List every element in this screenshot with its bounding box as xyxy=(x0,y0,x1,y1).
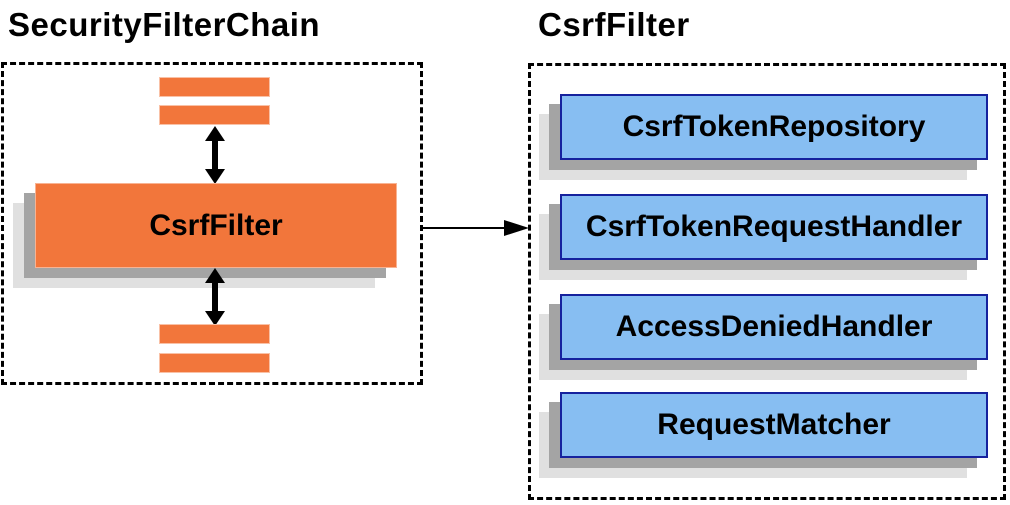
component-stack: CsrfTokenRepository xyxy=(539,94,988,181)
right-arrow-icon xyxy=(422,220,529,236)
filter-placeholder-bar xyxy=(159,105,270,125)
component-label: AccessDeniedHandler xyxy=(615,310,933,343)
filter-placeholder-bar xyxy=(159,324,270,344)
csrf-filter-title: CsrfFilter xyxy=(538,6,690,43)
access-denied-handler-box: AccessDeniedHandler xyxy=(560,294,988,360)
csrf-token-request-handler-box: CsrfTokenRequestHandler xyxy=(560,194,988,260)
component-label: CsrfTokenRepository xyxy=(622,110,926,143)
component-label: RequestMatcher xyxy=(657,408,891,441)
component-stack: RequestMatcher xyxy=(539,392,988,479)
csrf-filter-stack: CsrfFilter xyxy=(13,183,397,289)
request-matcher-box: RequestMatcher xyxy=(560,392,988,458)
security-filter-chain-title: SecurityFilterChain xyxy=(8,6,321,43)
csrf-filter-box-label: CsrfFilter xyxy=(149,208,283,242)
double-arrow-icon xyxy=(205,126,225,184)
double-arrow-icon xyxy=(205,268,225,326)
csrf-token-repository-box: CsrfTokenRepository xyxy=(560,94,988,160)
component-stack: AccessDeniedHandler xyxy=(539,294,988,381)
filter-placeholder-bar xyxy=(159,77,270,97)
csrf-filter-box: CsrfFilter xyxy=(35,183,397,268)
component-label: CsrfTokenRequestHandler xyxy=(585,210,963,243)
security-filter-chain-panel xyxy=(1,62,423,385)
filter-placeholder-bar xyxy=(159,353,270,373)
csrf-filter-panel xyxy=(528,63,1006,500)
component-stack: CsrfTokenRequestHandler xyxy=(539,194,988,281)
